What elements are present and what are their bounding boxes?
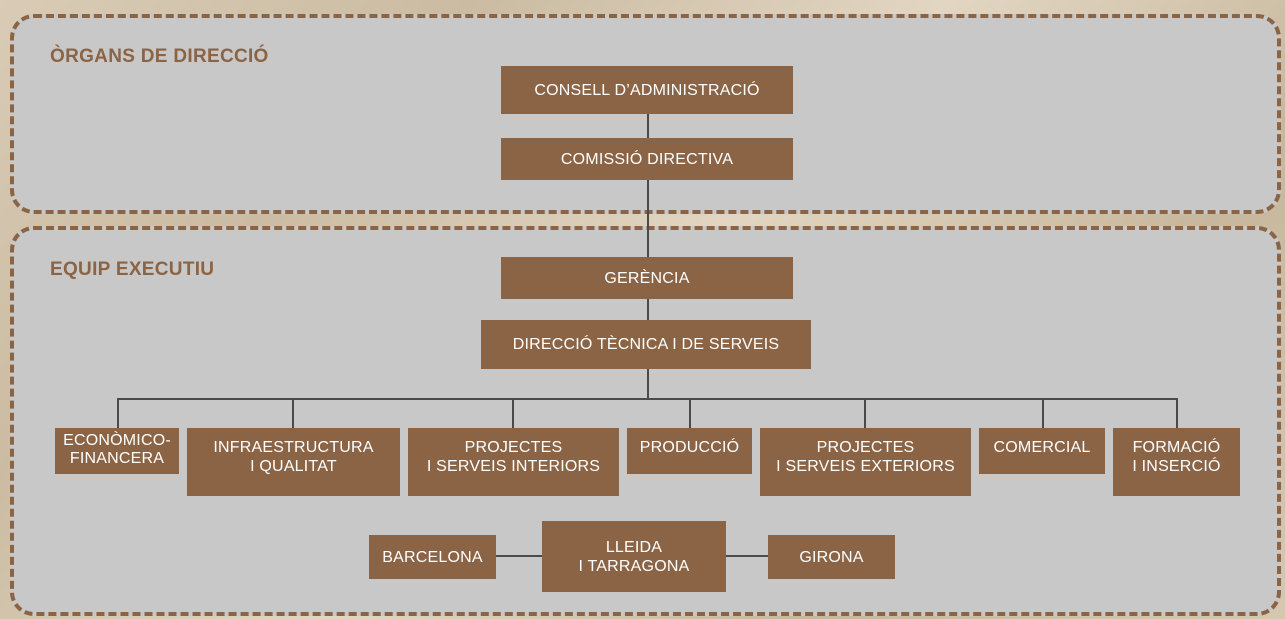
node-formacio-insercio: FORMACIÓ I INSERCIÓ	[1113, 428, 1240, 496]
connector-to-projectes-exteriors	[864, 398, 866, 428]
connector-to-economico	[117, 398, 119, 428]
connector-to-comercial	[1042, 398, 1044, 428]
node-consell-administracio: CONSELL D’ADMINISTRACIÓ	[501, 66, 793, 114]
connector-to-infraestructura	[292, 398, 294, 428]
connector-to-projectes-interiors	[512, 398, 514, 428]
node-barcelona: BARCELONA	[369, 535, 496, 579]
connector-lleida-girona	[726, 555, 768, 557]
connector-department-bus	[117, 398, 1178, 400]
node-direccio-tecnica: DIRECCIÓ TÈCNICA I DE SERVEIS	[481, 320, 811, 369]
connector-to-formacio	[1176, 398, 1178, 428]
node-produccio: PRODUCCIÓ	[627, 428, 752, 474]
node-gerencia: GERÈNCIA	[501, 257, 793, 299]
node-projectes-serveis-exteriors: PROJECTES I SERVEIS EXTERIORS	[760, 428, 971, 496]
executive-section-title: EQUIP EXECUTIU	[50, 259, 215, 280]
connector-to-produccio	[689, 398, 691, 428]
node-lleida-tarragona: LLEIDA I TARRAGONA	[542, 521, 726, 592]
node-projectes-serveis-interiors: PROJECTES I SERVEIS INTERIORS	[408, 428, 619, 496]
node-economico-financera: ECONÒMICO- FINANCERA	[55, 428, 179, 474]
node-girona: GIRONA	[768, 535, 895, 579]
node-infraestructura-qualitat: INFRAESTRUCTURA I QUALITAT	[187, 428, 400, 496]
directors-section-title: ÒRGANS DE DIRECCIÓ	[50, 46, 269, 67]
connector-barcelona-lleida	[496, 555, 542, 557]
directors-panel	[10, 14, 1281, 214]
connector-comissio-gerencia	[647, 180, 649, 257]
connector-gerencia-direccio	[647, 299, 649, 320]
node-comissio-directiva: COMISSIÓ DIRECTIVA	[501, 138, 793, 180]
node-comercial: COMERCIAL	[979, 428, 1105, 474]
connector-direccio-bus	[647, 369, 649, 399]
connector-consell-comissio	[647, 114, 649, 138]
